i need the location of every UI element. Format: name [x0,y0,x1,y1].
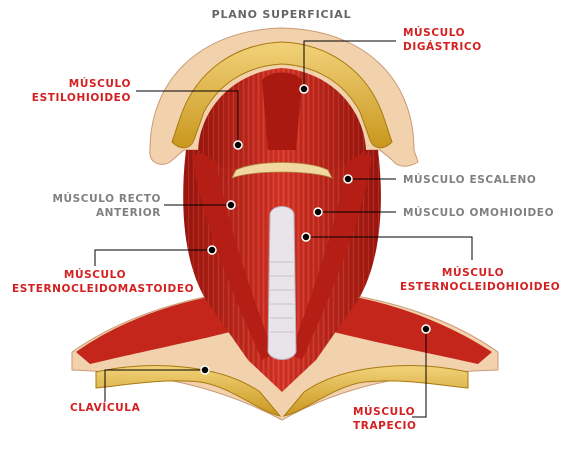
label-line: MÚSCULO [68,78,131,90]
label-estilohioideo: MÚSCULO ESTILOHIOIDEO [32,77,131,105]
dot-recto-anterior [226,200,236,210]
dot-clavicula [200,365,210,375]
scm-right [290,150,372,360]
mandible [171,41,393,149]
trachea [267,206,297,360]
label-line: MÚSCULO OMOHIOIDEO [403,207,555,219]
label-esternocleidomastoideo: MÚSCULO ESTERNOCLEIDOMASTOIDEO [12,268,195,296]
label-line: TRAPECIO [353,420,417,432]
scm-left [192,150,274,360]
clavicle-right [282,365,469,417]
label-line: MÚSCULO RECTO [52,193,161,205]
label-line: MÚSCULO [403,27,466,39]
label-esternocleidohioideo: MÚSCULO ESTERNOCLEIDOHIOIDEO [400,266,561,294]
leader-digastrico [303,40,396,89]
label-line: ANTERIOR [95,207,161,219]
label-line: MÚSCULO [441,267,505,279]
label-digastrico: MÚSCULO DIGÁSTRICO [403,26,482,54]
shoulder-muscle-right [326,296,492,364]
dot-esternocleidomastoideo [207,245,217,255]
label-line: MÚSCULO [353,406,416,418]
trachea-rings [270,261,294,333]
shoulder-muscle-left [76,296,238,364]
label-recto-anterior: MÚSCULO RECTO ANTERIOR [52,192,161,220]
marker-dots [200,84,431,375]
label-line: MÚSCULO [63,269,127,281]
label-line: ESTERNOCLEIDOMASTOIDEO [12,283,195,295]
dot-estilohioideo [233,140,243,150]
hyoid-bone [231,162,333,179]
dot-trapecio [421,324,431,334]
label-line: MÚSCULO ESCALENO [403,174,537,186]
leader-esternocleidohioideo [306,236,473,260]
dot-omohioideo [313,207,323,217]
label-line: CLAVÍCULA [70,402,141,414]
leader-clavicula [104,369,205,401]
dot-esternocleidohioideo [301,232,311,242]
leader-estilohioideo [136,90,239,145]
dot-digastrico [299,84,309,94]
clavicle-left [95,365,282,417]
label-escaleno: MÚSCULO ESCALENO [403,173,536,187]
dot-escaleno [343,174,353,184]
label-clavicula: CLAVÍCULA [70,401,140,415]
label-trapecio: MÚSCULO TRAPECIO [353,405,417,433]
leader-trapecio [412,329,427,418]
label-omohioideo: MÚSCULO OMOHIOIDEO [403,206,554,220]
digastric-belly [262,72,302,150]
diagram-title: PLANO SUPERFICIAL [211,8,352,21]
label-line: ESTILOHIOIDEO [31,92,131,104]
leader-lines [94,40,473,418]
label-line: ESTERNOCLEIDOHIOIDEO [400,281,561,293]
label-line: DIGÁSTRICO [403,41,482,53]
leader-esternocleidomastoideo [94,249,212,266]
